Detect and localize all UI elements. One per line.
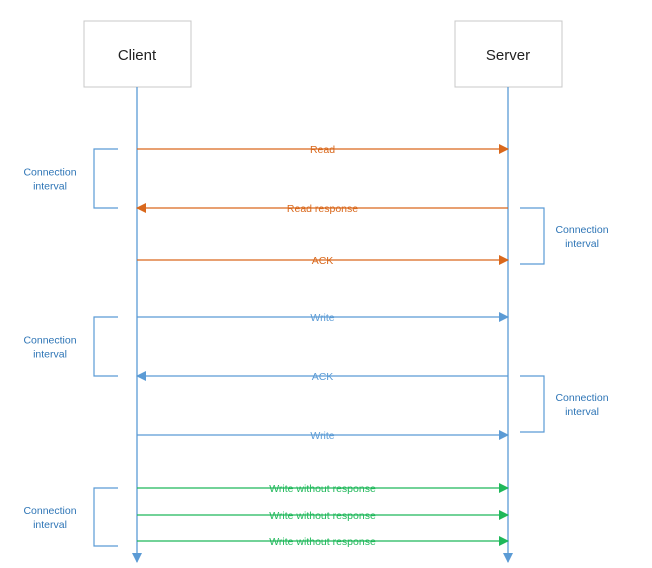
message-7: Write without response bbox=[137, 483, 509, 495]
connection-interval-2: Connection interval bbox=[520, 207, 609, 265]
interval-label-line1: Connection bbox=[23, 167, 76, 179]
message-label: ACK bbox=[312, 255, 334, 267]
connection-intervals: ConnectionintervalConnectionintervalConn… bbox=[23, 148, 609, 547]
message-label: Read response bbox=[287, 203, 358, 215]
interval-label-line1: Connection bbox=[555, 224, 608, 236]
message-label: Write without response bbox=[269, 483, 376, 495]
message-label: Write without response bbox=[269, 510, 376, 522]
message-4: Write bbox=[137, 312, 509, 324]
server-label: Server bbox=[486, 47, 530, 64]
interval-label-line1: Connection bbox=[555, 392, 608, 404]
client-box bbox=[83, 20, 192, 88]
server-box bbox=[454, 20, 563, 88]
message-3: ACK bbox=[137, 255, 509, 267]
message-label: ACK bbox=[312, 371, 334, 383]
interval-label-line1: Connection bbox=[23, 335, 76, 347]
message-label: Write bbox=[310, 312, 334, 324]
message-2: Read response bbox=[136, 203, 508, 215]
message-label: Write without response bbox=[269, 536, 376, 548]
interval-label-line2: interval bbox=[33, 181, 67, 193]
interval-label-line2: interval bbox=[33, 349, 67, 361]
message-label: Write bbox=[310, 430, 334, 442]
message-label: Read bbox=[310, 144, 335, 156]
client-label: Client bbox=[118, 47, 157, 64]
connection-interval-3: Connection interval bbox=[23, 316, 118, 377]
interval-bracket bbox=[520, 375, 545, 433]
interval-bracket bbox=[93, 487, 118, 547]
message-1: Read bbox=[137, 144, 509, 156]
interval-bracket bbox=[520, 207, 545, 265]
connection-interval-1: Connection interval bbox=[23, 148, 118, 209]
interval-bracket bbox=[93, 316, 118, 377]
message-5: ACK bbox=[136, 371, 508, 383]
connection-interval-4: Connection interval bbox=[520, 375, 609, 433]
message-6: Write bbox=[137, 430, 509, 442]
connection-interval-5: Connection interval bbox=[23, 487, 118, 547]
interval-label-line2: interval bbox=[565, 238, 599, 250]
interval-label-line2: interval bbox=[565, 406, 599, 418]
interval-label-line2: interval bbox=[33, 519, 67, 531]
interval-label-line1: Connection bbox=[23, 505, 76, 517]
message-8: Write without response bbox=[137, 510, 509, 522]
message-9: Write without response bbox=[137, 536, 509, 548]
interval-bracket bbox=[93, 148, 118, 209]
